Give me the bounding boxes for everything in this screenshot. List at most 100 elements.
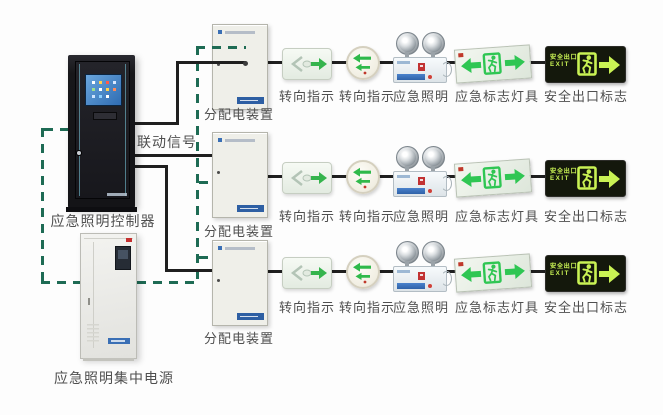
twin-light-led <box>428 284 432 288</box>
central-power-supply-cabinet <box>80 233 137 361</box>
right-arrow-icon <box>599 56 620 74</box>
signal-wire-controller-out <box>134 122 179 125</box>
exit-sign-cn: 安全出口 <box>550 263 578 270</box>
power-supply-label: 应急照明集中电源 <box>54 370 174 386</box>
lamp-stalk <box>431 166 435 172</box>
sign-lamp-label: 应急标志灯具 <box>454 89 540 104</box>
power-cabinet-base <box>83 358 134 361</box>
twin-light-body <box>393 266 447 292</box>
lamp-stalk <box>431 261 435 267</box>
direction-indicator-label: 转向指示 <box>278 209 336 224</box>
power-display-window <box>115 246 131 270</box>
direction-indicator-rect <box>282 257 332 289</box>
cabinet-vent-slot <box>93 112 117 120</box>
power-wire-stub-row1 <box>196 46 246 49</box>
cabinet-base <box>66 207 137 212</box>
twin-light-led <box>428 189 432 193</box>
distribution-label: 分配电装置 <box>203 224 275 239</box>
distribution-label: 分配电装置 <box>203 331 275 346</box>
twin-light-tag <box>397 175 410 178</box>
cabinet-brand-strip <box>107 193 127 196</box>
signal-wire-row2-in <box>134 154 214 157</box>
runner-door-icon <box>577 166 597 190</box>
distribution-box <box>212 24 268 110</box>
sign-lamp-label: 应急标志灯具 <box>454 300 540 315</box>
power-wire-stub-row3 <box>199 256 214 259</box>
exit-sign-text: 安全出口 EXIT <box>550 263 577 277</box>
exit-pictogram-icon <box>461 166 525 189</box>
twin-light-logo <box>418 272 425 280</box>
distribution-box-label-strip <box>237 97 264 104</box>
exit-sign-en: EXIT <box>550 269 570 277</box>
exit-pictogram-icon <box>461 52 525 75</box>
safety-exit-sign: 安全出口 EXIT <box>545 46 626 83</box>
right-arrow-icon <box>599 170 620 188</box>
direction-indicator-rect <box>282 162 332 194</box>
direction-arrows-icon <box>290 265 327 281</box>
right-arrow-icon <box>599 265 620 283</box>
exit-sign-text: 安全出口 EXIT <box>550 54 577 68</box>
runner-door-icon <box>577 52 597 76</box>
exit-sign-en: EXIT <box>550 174 570 182</box>
exit-sign-label: 安全出口标志 <box>543 89 629 104</box>
power-cabinet-top-line <box>84 238 133 239</box>
power-wire-stub-row2 <box>199 181 214 184</box>
signal-wire-row3-in <box>165 269 215 272</box>
runner-door-icon <box>577 261 597 285</box>
emergency-light-label: 应急照明 <box>392 300 450 315</box>
direction-arrows-icon <box>290 170 327 186</box>
twin-light-strip <box>397 74 425 80</box>
cabinet-lock-icon <box>77 151 81 155</box>
exit-sign-label: 安全出口标志 <box>543 209 629 224</box>
direction-indicator2-label: 转向指示 <box>338 300 396 315</box>
signal-wire-row1-in <box>176 61 246 64</box>
direction-indicator-label: 转向指示 <box>278 300 336 315</box>
distribution-label: 分配电装置 <box>203 107 275 122</box>
sign-lamp-label: 应急标志灯具 <box>454 209 540 224</box>
sign-lamp-logo-chip <box>458 167 464 172</box>
emergency-twin-light <box>393 32 452 83</box>
signal-wire-riser-row1 <box>176 62 179 125</box>
twin-light-body <box>393 171 447 197</box>
direction-indicator2-label: 转向指示 <box>338 209 396 224</box>
emergency-twin-light <box>393 146 452 197</box>
power-vent-grille <box>87 324 99 344</box>
lamp-stalk <box>405 166 409 172</box>
distribution-box-nameplate <box>225 139 255 142</box>
distribution-box-label-strip <box>237 313 264 320</box>
emergency-sign-lamp <box>453 158 533 198</box>
emergency-lighting-controller-cabinet <box>66 55 137 212</box>
direction-indicator-rect <box>282 48 332 80</box>
twin-light-led <box>428 75 432 79</box>
twin-light-strip <box>397 188 425 194</box>
power-name-plate <box>108 338 130 344</box>
distribution-box-label-strip <box>237 205 264 212</box>
exit-sign-text: 安全出口 EXIT <box>550 168 577 182</box>
lamp-stalk <box>431 52 435 58</box>
distribution-box-nameplate <box>225 31 255 34</box>
emergency-sign-lamp <box>453 44 533 84</box>
controller-label: 应急照明控制器 <box>50 213 156 229</box>
emergency-light-label: 应急照明 <box>392 209 450 224</box>
direction-indicator-label: 转向指示 <box>278 89 336 104</box>
direction-indicator-round <box>346 255 380 289</box>
twin-light-strip <box>397 283 425 289</box>
lock-dot-icon <box>217 279 220 282</box>
lamp-stalk <box>405 52 409 58</box>
power-wire-dashed-top-left <box>44 128 70 131</box>
signal-wire-controller-out2 <box>134 165 168 168</box>
sign-lamp-logo-chip <box>458 53 464 58</box>
sign-lamp-logo-chip <box>458 262 464 267</box>
controller-touchscreen <box>85 74 122 106</box>
exit-sign-en: EXIT <box>550 60 570 68</box>
round-indicator-arrows-icon <box>353 53 371 75</box>
signal-wire-riser-row3 <box>165 165 168 272</box>
lock-dot-icon <box>217 171 220 174</box>
direction-indicator2-label: 转向指示 <box>338 89 396 104</box>
distribution-box <box>212 240 268 326</box>
direction-arrows-icon <box>290 56 327 72</box>
round-indicator-arrows-icon <box>353 262 371 284</box>
power-door-seam <box>93 242 94 348</box>
lock-dot-icon <box>217 63 220 66</box>
linkage-signal-label: 联动信号 <box>137 134 197 150</box>
